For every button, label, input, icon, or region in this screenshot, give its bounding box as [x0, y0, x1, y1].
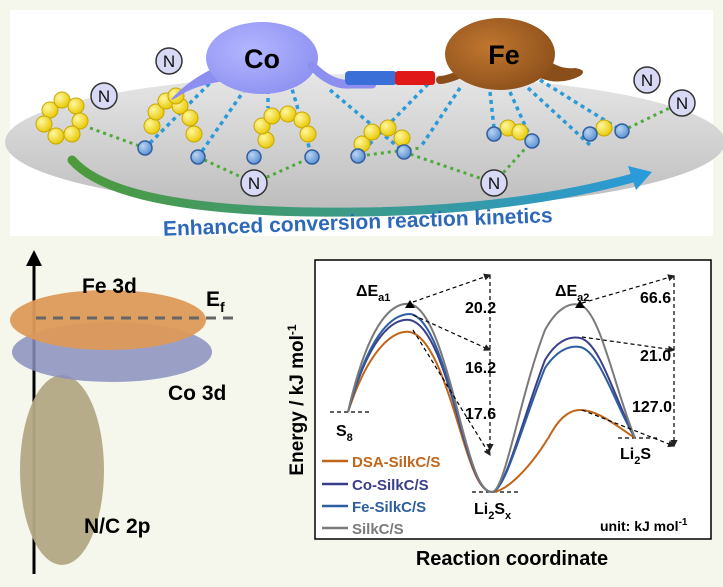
nitrogen-atom: N	[668, 89, 696, 117]
iron-atom: Fe	[436, 18, 584, 90]
svg-text:N: N	[98, 87, 110, 106]
nitrogen-atom: N	[155, 47, 183, 75]
value-127-0: 127.0	[632, 399, 672, 416]
co-fe-bond	[345, 71, 435, 85]
nc-2p-band	[20, 375, 104, 565]
fe-3d-band	[10, 290, 206, 350]
y-axis-label: Energy / kJ mol-1	[285, 324, 308, 475]
legend-item-fe: Fe-SilkC/S	[322, 499, 426, 516]
svg-text:SilkC/S: SilkC/S	[352, 521, 404, 538]
unit-label: unit: kJ mol-1	[600, 517, 688, 534]
conversion-arrow-head	[628, 166, 652, 190]
barrier-guides-right	[581, 274, 678, 448]
sulfur-chain-4	[499, 119, 529, 141]
nitrogen-atom: N	[90, 82, 118, 110]
value-17-6: 17.6	[465, 406, 496, 423]
plot-frame	[314, 259, 712, 540]
conversion-arrow	[67, 155, 645, 217]
nc-2p-label: N/C 2p	[84, 515, 151, 538]
svg-text:N: N	[641, 71, 653, 90]
energy-axis-arrow	[26, 250, 42, 266]
lithium-atoms	[137, 123, 630, 165]
value-21-0: 21.0	[640, 348, 671, 365]
svg-text:Co-SilkC/S: Co-SilkC/S	[352, 477, 429, 494]
cobalt-atom: Co	[171, 22, 377, 100]
svg-text:N: N	[163, 52, 175, 71]
s8-label: S8	[336, 423, 353, 444]
legend-item-co: Co-SilkC/S	[322, 477, 429, 494]
legend-item-silkc: SilkC/S	[322, 521, 404, 538]
sulfur-chain-1	[143, 87, 203, 143]
barrier-guides-left	[412, 273, 494, 457]
nitrogen-atom: N	[633, 66, 661, 94]
svg-text:DSA-SilkC/S: DSA-SilkC/S	[352, 454, 440, 471]
sulfur-ring	[35, 91, 89, 145]
li2sx-label: Li2Sx	[474, 501, 512, 522]
value-20-2: 20.2	[465, 300, 496, 317]
svg-text:Fe-SilkC/S: Fe-SilkC/S	[352, 499, 426, 516]
fe-3d-label: Fe 3d	[82, 275, 137, 298]
legend-item-dsa: DSA-SilkC/S	[322, 454, 440, 471]
nitrogen-atoms: N N N N N N	[90, 47, 696, 197]
svg-text:N: N	[248, 174, 260, 193]
co-3d-label: Co 3d	[168, 382, 226, 405]
ea1-label: ΔEa1	[356, 283, 390, 304]
barrier-tops	[405, 300, 585, 308]
nitrogen-atom: N	[480, 169, 508, 197]
nitrogen-atom: N	[240, 169, 268, 197]
svg-text:N: N	[488, 174, 500, 193]
sulfur-chain-3	[353, 119, 411, 153]
x-axis-label: Reaction coordinate	[416, 548, 608, 570]
sulfur-chain-5	[595, 119, 613, 137]
svg-text:N: N	[676, 94, 688, 113]
cobalt-label: Co	[244, 44, 280, 74]
value-16-2: 16.2	[465, 360, 496, 377]
iron-label: Fe	[488, 40, 520, 70]
li2s-label: Li2S	[620, 446, 651, 467]
fermi-level-label: Ef	[206, 288, 225, 315]
sulfur-chain-2	[253, 105, 317, 149]
value-66-6: 66.6	[640, 290, 671, 307]
ea2-label: ΔEa2	[555, 283, 589, 304]
legend: DSA-SilkC/S Co-SilkC/S Fe-SilkC/S SilkC/…	[322, 454, 440, 538]
